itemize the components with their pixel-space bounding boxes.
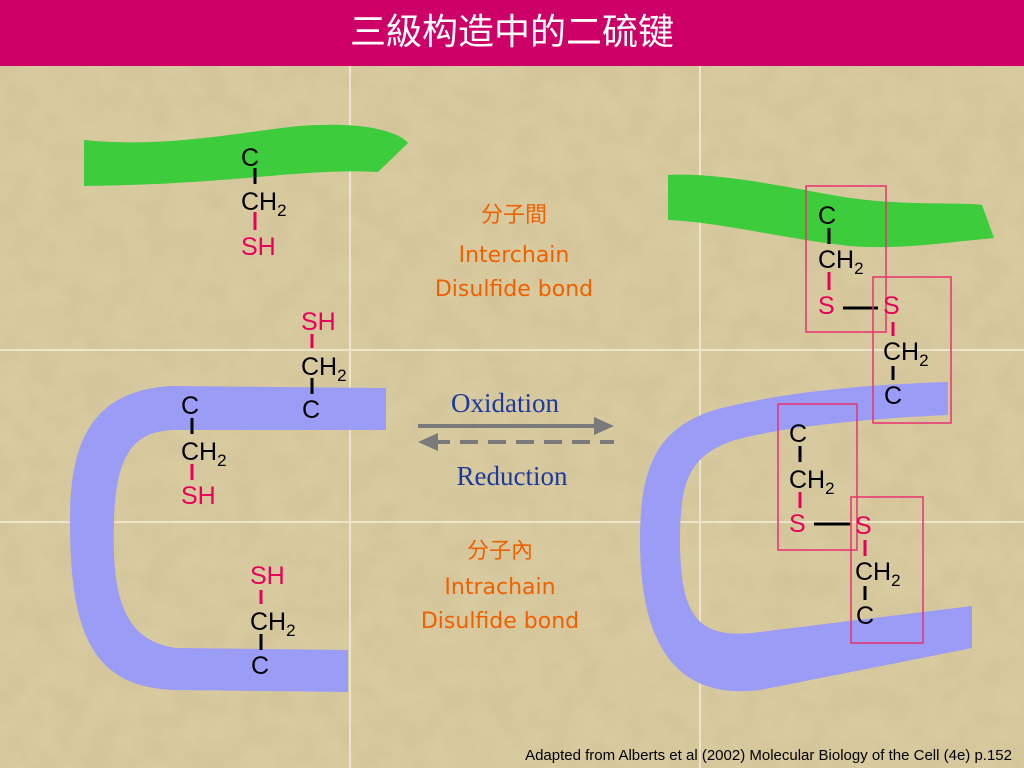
atom-sh-green-left: SH: [241, 233, 276, 261]
atom-ch2-blue-top: CH2: [301, 353, 347, 385]
source-credit: Adapted from Alberts et al (2002) Molecu…: [525, 747, 1012, 764]
disulfide-boxes: [777, 185, 952, 644]
atom-sh-blue-bottom: SH: [250, 562, 285, 590]
atom-ch2-green-left: CH2: [241, 188, 287, 220]
atom-ch2-green-right: CH2: [818, 246, 864, 278]
atom-ch2-blue-intra-right: CH2: [855, 558, 901, 590]
reduction-label: Reduction: [457, 461, 568, 491]
oxidation-arrow: [418, 417, 614, 435]
interchain-label-1: Interchain: [459, 243, 570, 268]
intrachain-label-1: Intrachain: [444, 575, 555, 600]
atom-s-green-right: S: [818, 292, 835, 320]
atom-c-blue-intra-right: C: [856, 602, 874, 630]
interchain-label-2: Disulfide bond: [435, 277, 593, 302]
atom-s-blue-upper: S: [883, 292, 900, 320]
atom-ch2-blue-left: CH2: [181, 438, 227, 470]
atom-sh-blue-left: SH: [181, 482, 216, 510]
atom-sh-blue-top: SH: [301, 308, 336, 336]
atom-c-green-right: C: [818, 202, 836, 230]
intrachain-label-zh: 分子內: [467, 539, 533, 564]
reduction-arrow: [418, 433, 614, 451]
blue-chain-right: [640, 382, 972, 692]
atom-c-blue-bottom: C: [251, 652, 269, 680]
atom-c-green-left: C: [241, 144, 259, 172]
green-chain-right: [668, 174, 994, 248]
atom-s-blue-intra-right: S: [855, 512, 872, 540]
interchain-label-zh: 分子間: [481, 203, 547, 228]
atom-ch2-blue-upper: CH2: [883, 338, 929, 370]
atom-c-blue-intra-left: C: [789, 420, 807, 448]
atom-s-blue-intra-left: S: [789, 510, 806, 538]
green-chain-left: [84, 124, 408, 186]
atom-c-blue-upper: C: [884, 382, 902, 410]
bond-lines: [190, 168, 895, 650]
atom-ch2-blue-bottom: CH2: [250, 608, 296, 640]
slide-title: 三級构造中的二硫键: [0, 0, 1024, 66]
blue-chain-left: [70, 386, 386, 692]
atom-ch2-blue-intra-left: CH2: [789, 466, 835, 498]
intrachain-label-2: Disulfide bond: [421, 609, 579, 634]
atom-c-blue-left: C: [181, 392, 199, 420]
atom-c-blue-top: C: [302, 396, 320, 424]
oxidation-label: Oxidation: [451, 388, 559, 418]
